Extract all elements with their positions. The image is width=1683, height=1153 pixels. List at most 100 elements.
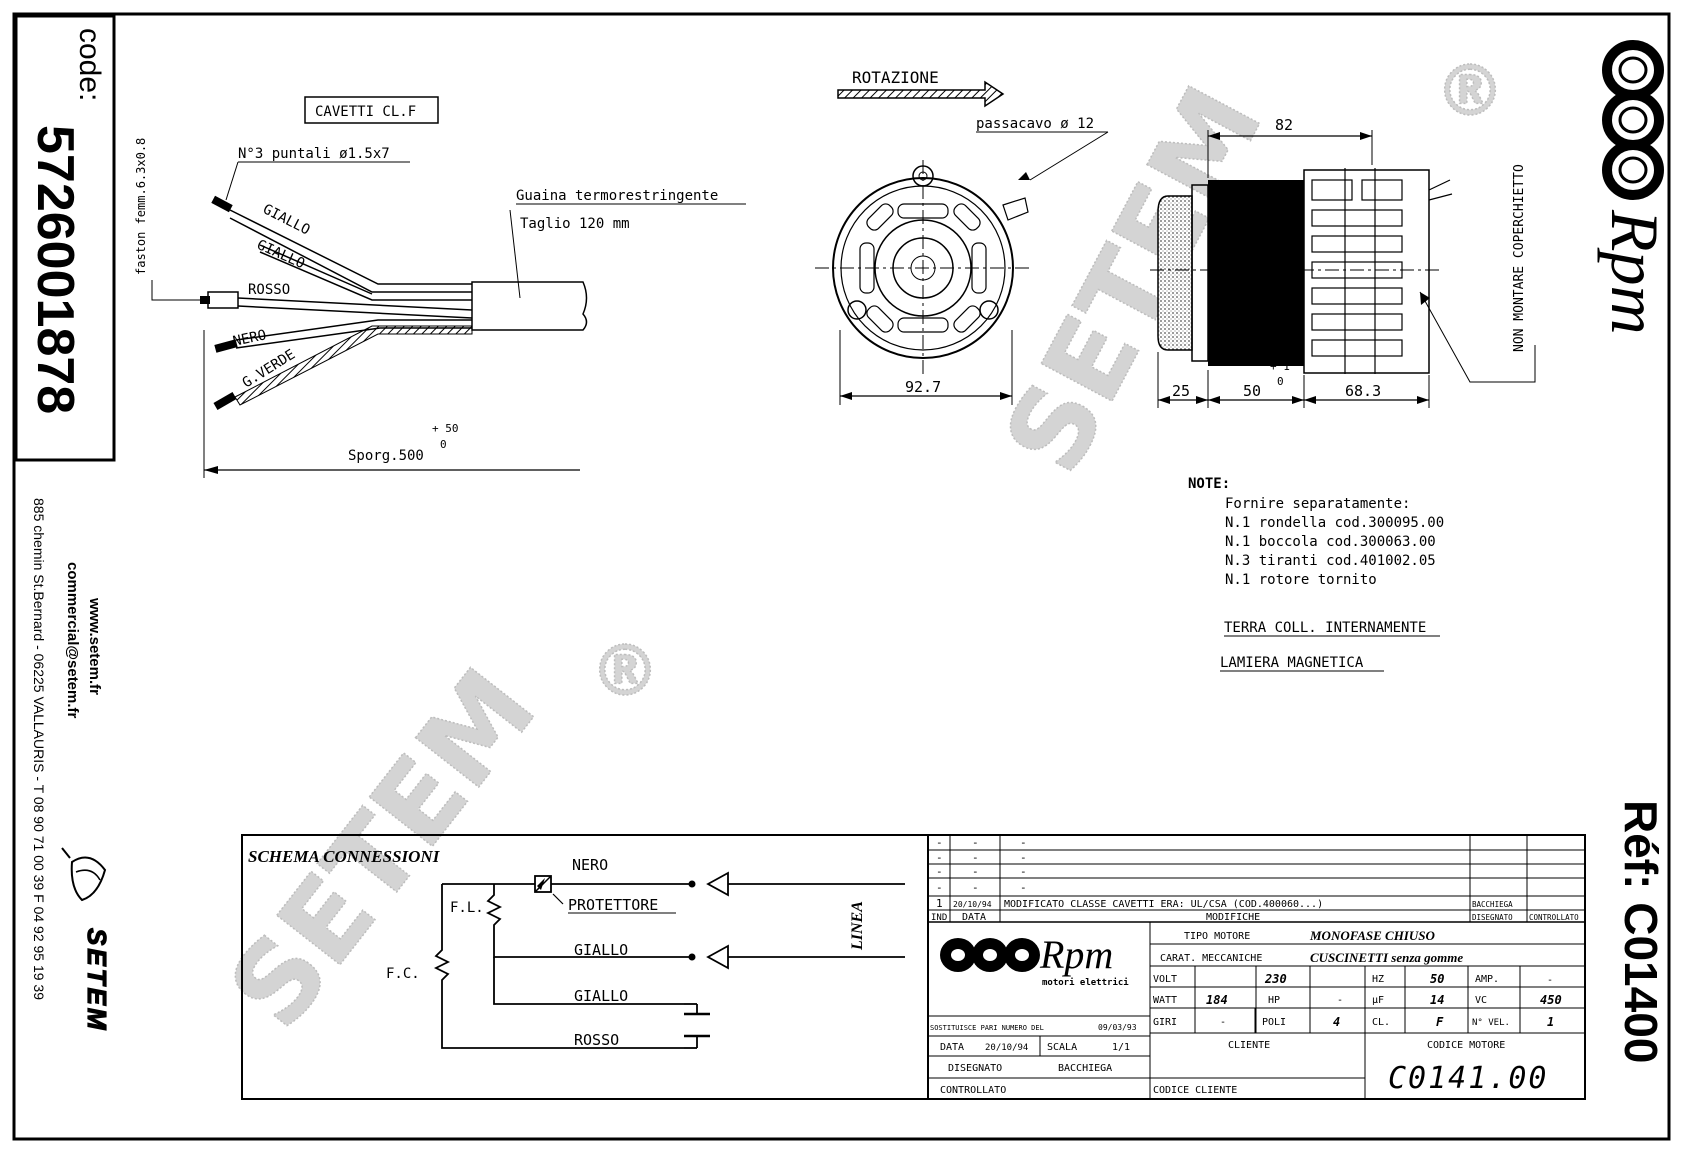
poli-label: POLI <box>1262 1017 1286 1028</box>
codice-motore-label: CODICE MOTORE <box>1427 1040 1505 1051</box>
schema-nero: NERO <box>572 856 608 874</box>
connection-schema: SCHEMA CONNESSIONI NERO PROTETTORE GIALL… <box>241 834 929 1100</box>
codice-motore-value: C0141.00 <box>1388 1061 1549 1096</box>
setem-bird-logo <box>61 847 107 902</box>
rev-index: 1 <box>936 897 943 910</box>
watermark-registered: ® <box>1435 50 1505 132</box>
wire-nero: NERO <box>232 327 268 350</box>
rev-dash: - <box>972 865 979 878</box>
guaina-label: Guaina termorestringente <box>516 188 718 204</box>
carat-meccaniche-value: CUSCINETTI senza gomme <box>1310 950 1463 965</box>
notes-line: N.1 rondella cod.300095.00 <box>1225 515 1444 531</box>
motor-stator <box>1208 180 1304 366</box>
code-box: code: 5726001878 <box>14 14 116 462</box>
rotation-arrow <box>837 80 1005 108</box>
rev-dash: - <box>936 851 943 864</box>
faston-terminal <box>207 291 239 309</box>
rev-dash: - <box>936 836 943 849</box>
motor-front-view: ROTAZIONE passacavo ø 12 <box>815 68 1109 405</box>
title-block-logo <box>940 938 1040 972</box>
rev-dash: - <box>1020 836 1027 849</box>
volt-value: 230 <box>1264 972 1287 986</box>
website: www.setem.fr <box>86 597 103 695</box>
cable-class-box <box>304 96 439 124</box>
notes-line: N.1 boccola cod.300063.00 <box>1225 534 1436 550</box>
notes-line: N.1 rotore tornito <box>1225 572 1377 588</box>
disegnato-label: DISEGNATO <box>948 1063 1002 1074</box>
schema-fl: F.L. <box>450 900 484 916</box>
codice-cliente-label: CODICE CLIENTE <box>1153 1085 1237 1096</box>
cl-label: CL. <box>1372 1017 1390 1028</box>
rev-date: 20/10/94 <box>953 900 992 909</box>
notes-title: NOTE: <box>1188 476 1230 492</box>
schema-giallo-1: GIALLO <box>574 941 628 959</box>
watt-label: WATT <box>1153 995 1177 1006</box>
volt-label: VOLT <box>1153 974 1177 985</box>
title-block-rpm: Rpm <box>1039 932 1113 977</box>
watermark-registered: ® <box>590 630 660 712</box>
faston-label: faston femm.6.3x0.8 <box>134 138 148 275</box>
amp-value: - <box>1547 975 1553 986</box>
vc-label: VC <box>1475 995 1487 1006</box>
wire-rosso: ROSSO <box>248 282 290 298</box>
disegnato-by: BACCHIEGA <box>1058 1063 1112 1074</box>
puntali-label: N°3 puntali ø1.5x7 <box>238 146 390 162</box>
address: 885 chemin St.Bernard - 06225 VALLAURIS … <box>31 498 47 1000</box>
amp-label: AMP. <box>1475 974 1499 985</box>
notes: NOTE: Fornire separatamente: N.1 rondell… <box>1188 476 1444 672</box>
email: commercial@setem.fr <box>64 562 81 719</box>
rev-dash: - <box>972 851 979 864</box>
title-block-subtitle: motori elettrici <box>1042 977 1129 988</box>
controllato-label: CONTROLLATO <box>940 1085 1006 1096</box>
uf-value: 14 <box>1430 993 1444 1007</box>
hp-value: - <box>1337 995 1343 1006</box>
taglio-label: Taglio 120 mm <box>520 216 630 232</box>
watt-value: 184 <box>1206 993 1228 1007</box>
schema-protettore: PROTETTORE <box>568 896 658 914</box>
code-number: 5726001878 <box>26 125 84 414</box>
rev-dash: - <box>1020 851 1027 864</box>
motor-side-view: 82 25 50 68.3 + 1 0 NON MONTARE COPERCHI… <box>1150 116 1536 408</box>
hp-label: HP <box>1268 995 1280 1006</box>
sporg-tolerance-zero: 0 <box>440 438 447 451</box>
dimension-82: 82 <box>1275 116 1293 134</box>
n-vel-label: N° VEL. <box>1472 1018 1510 1028</box>
uf-label: µF <box>1372 995 1384 1006</box>
schema-fc: F.C. <box>386 966 420 982</box>
rev-dash: - <box>1020 881 1027 894</box>
data-label: DATA <box>940 1042 964 1053</box>
cliente-label: CLIENTE <box>1228 1040 1270 1051</box>
header-ind: IND <box>931 913 947 923</box>
rev-dash: - <box>1020 865 1027 878</box>
rev-author: BACCHIEGA <box>1472 900 1513 909</box>
schema-rosso: ROSSO <box>574 1031 619 1049</box>
header-modifiche: MODIFICHE <box>1206 912 1260 923</box>
scala-label: SCALA <box>1047 1042 1077 1053</box>
reference-number: Réf: C01400 <box>1615 800 1667 1063</box>
wire-giallo-1: GIALLO <box>260 201 312 238</box>
motor-end-cap <box>1157 195 1193 351</box>
n-vel-value: 1 <box>1547 1015 1554 1029</box>
header-controllato: CONTROLLATO <box>1529 913 1579 922</box>
giri-value: - <box>1220 1017 1226 1028</box>
rev-dash: - <box>972 881 979 894</box>
dimension-68-3: 68.3 <box>1345 382 1381 400</box>
tipo-motore-label: TIPO MOTORE <box>1184 931 1250 942</box>
lamiera-note: LAMIERA MAGNETICA <box>1220 655 1364 671</box>
header-disegnato: DISEGNATO <box>1472 913 1513 922</box>
header-data: DATA <box>962 912 986 923</box>
schema-giallo-2: GIALLO <box>574 987 628 1005</box>
rev-dash: - <box>972 836 979 849</box>
cable-class-label: CAVETTI CL.F <box>315 104 416 120</box>
rpm-logo-text: Rpm <box>1597 209 1673 335</box>
sostituisce-label: SOSTITUISCE PARI NUMERO DEL <box>930 1024 1044 1032</box>
poli-value: 4 <box>1333 1015 1340 1029</box>
setem-logo-text: SETEM <box>82 928 112 1033</box>
vc-value: 450 <box>1540 993 1562 1007</box>
rotazione-label: ROTAZIONE <box>852 68 939 87</box>
dimension-50: 50 <box>1243 382 1261 400</box>
sporg-tolerance-plus: + 50 <box>432 422 459 435</box>
scala-value: 1/1 <box>1112 1042 1130 1053</box>
terra-note: TERRA COLL. INTERNAMENTE <box>1224 620 1426 636</box>
